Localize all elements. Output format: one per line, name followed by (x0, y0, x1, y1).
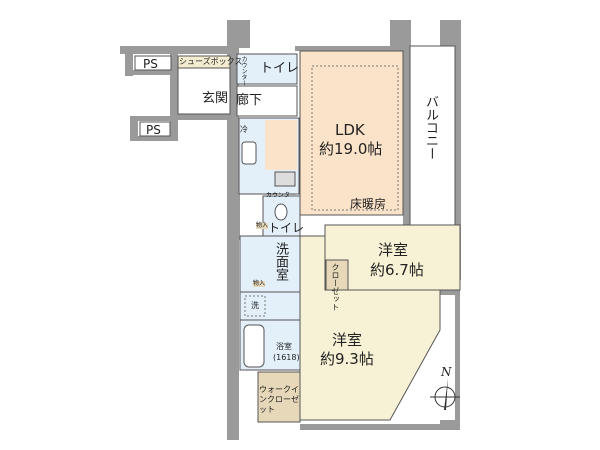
north-label: N (441, 365, 452, 379)
balcony (409, 45, 456, 241)
closet-label: クローゼット (331, 263, 340, 311)
toilet-1 (236, 53, 298, 85)
hallway (236, 85, 298, 117)
ldk (299, 50, 404, 216)
walls (120, 20, 461, 440)
storage-label: 物入 (256, 222, 269, 229)
entrance-label: 玄関 (202, 91, 229, 106)
room1-size: 約6.7帖 (370, 261, 424, 279)
stove-icon (274, 171, 296, 187)
hall-label: 廊下 (236, 93, 263, 108)
wic-label: ウォークインクローゼット (259, 385, 299, 414)
room1-label: 洋室 (378, 241, 409, 259)
counter-label: カウンター (266, 192, 297, 199)
room2-label: 洋室 (332, 331, 363, 349)
ps-label: PS (146, 123, 161, 137)
washroom (239, 235, 301, 293)
sink-icon (241, 141, 257, 165)
balcony-label: バルコニー (423, 95, 438, 160)
walk-in-closet (257, 371, 301, 423)
ldk-size: 約19.0帖 (319, 140, 383, 158)
entrance (177, 67, 231, 115)
bathtub-icon (243, 324, 265, 368)
compass-icon (430, 378, 460, 410)
bath-size: (1618) (273, 353, 300, 362)
floor-heating-label: 床暖房 (350, 197, 387, 211)
washroom-label: 洗面室 (273, 242, 288, 281)
toilet-label: トイレ (260, 61, 300, 76)
ps-label: PS (143, 57, 158, 71)
toilet-label: トイレ (268, 221, 305, 235)
fridge-label: 冷 (240, 125, 248, 134)
counter-label: カウンター (240, 56, 247, 86)
shoebox-label: シューズボックス (179, 57, 243, 66)
room2-size: 約9.3帖 (320, 350, 374, 368)
washer-label: 洗 (251, 301, 259, 310)
bath-label: 浴室 (276, 342, 292, 351)
storage-label: 物入 (253, 280, 266, 287)
western-room-2 (299, 235, 441, 421)
ldk-label: LDK (335, 121, 365, 139)
